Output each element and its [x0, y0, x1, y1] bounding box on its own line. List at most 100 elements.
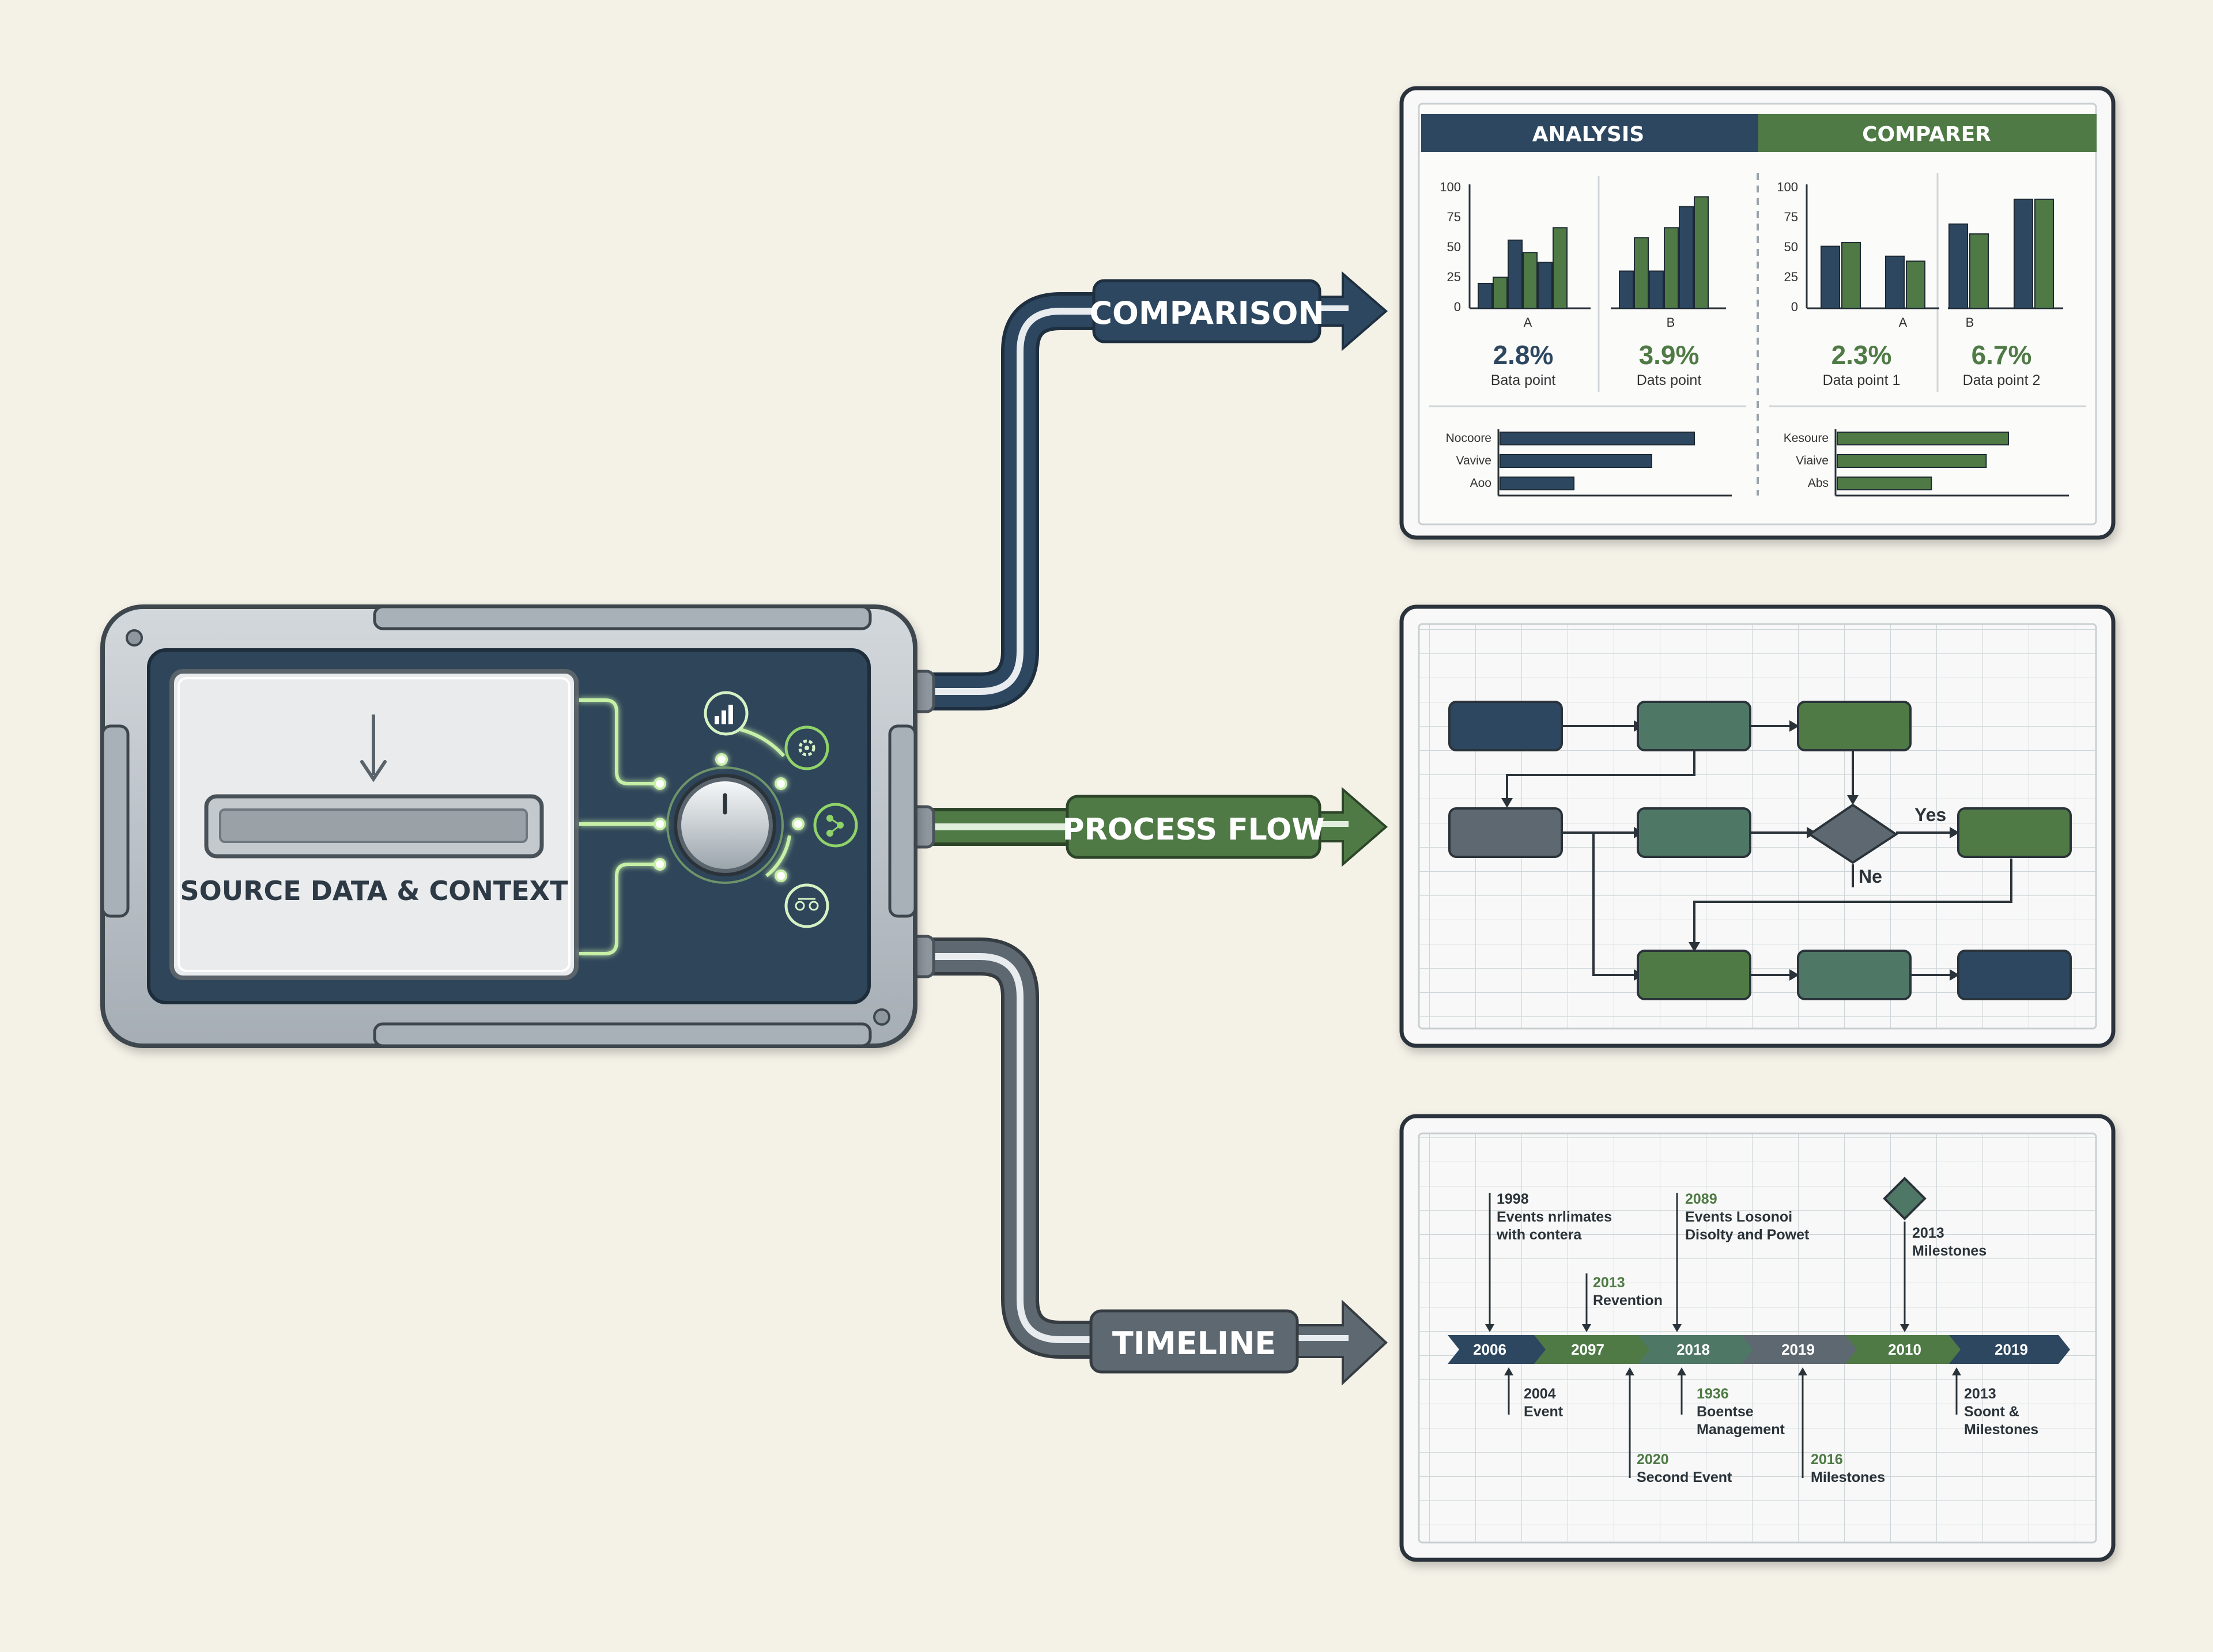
decision-yes-label: Yes — [1914, 804, 1946, 825]
flow-node — [1797, 950, 1912, 1000]
hbar — [1837, 477, 1932, 490]
hbar-label: Aoo — [1470, 477, 1491, 490]
right-y-ticks: 100 75 50 25 0 — [1777, 180, 1798, 314]
timeline-pointer-heads — [1485, 1324, 1961, 1375]
comparer-header: COMPARER — [1862, 123, 1991, 146]
bar — [1508, 239, 1523, 309]
bar — [1634, 237, 1649, 309]
bar — [1619, 270, 1634, 309]
bar — [1885, 255, 1905, 309]
gear-icon[interactable] — [784, 725, 829, 770]
timeline-year: 2010 — [1888, 1341, 1921, 1358]
hbar-label: Nocoore — [1446, 432, 1491, 445]
event-text: Events Losonoi — [1685, 1209, 1792, 1225]
nodes-icon[interactable] — [813, 803, 858, 848]
event-text: Disolty and Powet — [1685, 1227, 1810, 1243]
bar — [1538, 262, 1553, 309]
bar — [1948, 223, 1968, 309]
process-flow-label: PROCESS FLOW — [1062, 812, 1324, 847]
stat-label: Data point 2 — [1963, 372, 2041, 388]
down-arrow-icon — [360, 715, 387, 782]
event-year: 2089 — [1685, 1191, 1717, 1207]
flow-decision-node — [1807, 803, 1898, 864]
timeline-segment — [1534, 1335, 1652, 1364]
event-text: Milestones — [1811, 1469, 1885, 1485]
event-text: Revention — [1593, 1292, 1663, 1309]
timeline-arrow — [1296, 1299, 1388, 1386]
timeline-segment — [1845, 1335, 1963, 1364]
event-year: 1998 — [1497, 1191, 1529, 1207]
flow-nodes — [1448, 701, 2072, 1000]
flow-node — [1637, 701, 1751, 751]
hbar-label: Abs — [1808, 477, 1829, 490]
right-bar-chart — [1821, 198, 2054, 309]
flow-end-node — [1957, 950, 2072, 1000]
y-tick-label: 0 — [1791, 300, 1798, 314]
timeline-year: 2097 — [1571, 1341, 1604, 1358]
analysis-header: ANALYSIS — [1532, 123, 1645, 146]
left-bar-chart — [1478, 196, 1709, 309]
timeline-top-events: 1998 Events nrlimates with contera 2013 … — [1496, 1191, 1987, 1309]
hbar — [1500, 454, 1652, 468]
event-year: 2020 — [1637, 1451, 1669, 1468]
timeline-panel: 2006 2097 2018 2019 2010 2019 — [1399, 1114, 2116, 1562]
comparison-arrow — [1319, 271, 1388, 351]
hbar-label: Vavive — [1456, 454, 1491, 467]
y-tick-label: 50 — [1784, 240, 1798, 254]
event-text: with contera — [1496, 1227, 1582, 1243]
bar — [1841, 242, 1861, 309]
device-label: SOURCE DATA & CONTEXT — [180, 875, 569, 906]
stat-value: 2.8% — [1493, 340, 1554, 370]
bar — [1523, 252, 1538, 309]
control-knob[interactable] — [666, 766, 784, 884]
bar — [1649, 270, 1664, 309]
timeline-segment — [1638, 1335, 1756, 1364]
hbar — [1500, 432, 1695, 445]
event-text: Second Event — [1637, 1469, 1732, 1485]
timeline-year: 2019 — [1995, 1341, 2028, 1358]
event-text: Milestones — [1964, 1422, 2038, 1438]
connection-nodes — [654, 753, 805, 882]
right-hbar-labels: Kesoure Viaive Abs — [1784, 432, 1829, 490]
timeline-segment — [1949, 1335, 2070, 1364]
timeline-bottom-events: 2004 Event 2020 Second Event 1936 Boents… — [1524, 1386, 2038, 1485]
process-flow-arrow — [1319, 787, 1388, 867]
flow-arrowheads — [1501, 720, 1959, 981]
bar-chart-icon[interactable] — [704, 691, 749, 736]
timeline-segment-labels: 2006 2097 2018 2019 2010 2019 — [1473, 1341, 2028, 1358]
bar — [1906, 260, 1925, 309]
y-tick-label: 50 — [1447, 240, 1461, 254]
timeline-year: 2019 — [1781, 1341, 1815, 1358]
network-icon[interactable] — [784, 883, 829, 928]
hbar — [1837, 432, 2009, 445]
input-slot — [204, 794, 544, 859]
y-tick-label: 0 — [1454, 300, 1461, 314]
stat-value: 3.9% — [1639, 340, 1700, 370]
decision-no-label: Ne — [1859, 866, 1882, 887]
event-year: 2013 — [1964, 1386, 1996, 1402]
event-year: 2013 — [1593, 1275, 1625, 1291]
event-text: Event — [1524, 1404, 1564, 1420]
event-year: 2016 — [1811, 1451, 1843, 1468]
y-tick-label: 75 — [1447, 210, 1461, 224]
milestone-diamond-icon — [1883, 1177, 1927, 1220]
flow-node — [1637, 807, 1751, 858]
flow-node — [1957, 807, 2072, 858]
y-tick-label: 100 — [1777, 180, 1798, 194]
pipe-comparison — [900, 292, 1126, 710]
event-text: Events nrlimates — [1497, 1209, 1612, 1225]
comparison-label: COMPARISON — [1089, 295, 1324, 331]
y-tick-label: 75 — [1784, 210, 1798, 224]
comparison-panel: ANALYSIS COMPARER 100 75 50 25 0 100 75 … — [1399, 86, 2116, 540]
category-label: A — [1524, 315, 1532, 330]
comparison-label-box: COMPARISON — [1089, 279, 1324, 343]
y-tick-label: 25 — [1447, 270, 1461, 284]
left-horizontal-bars — [1500, 432, 1695, 490]
event-year: 2004 — [1524, 1386, 1556, 1402]
stat-label: Data point 1 — [1823, 372, 1901, 388]
left-y-ticks: 100 75 50 25 0 — [1440, 180, 1461, 314]
category-label: B — [1966, 315, 1974, 330]
flow-connectors — [1506, 725, 2012, 976]
